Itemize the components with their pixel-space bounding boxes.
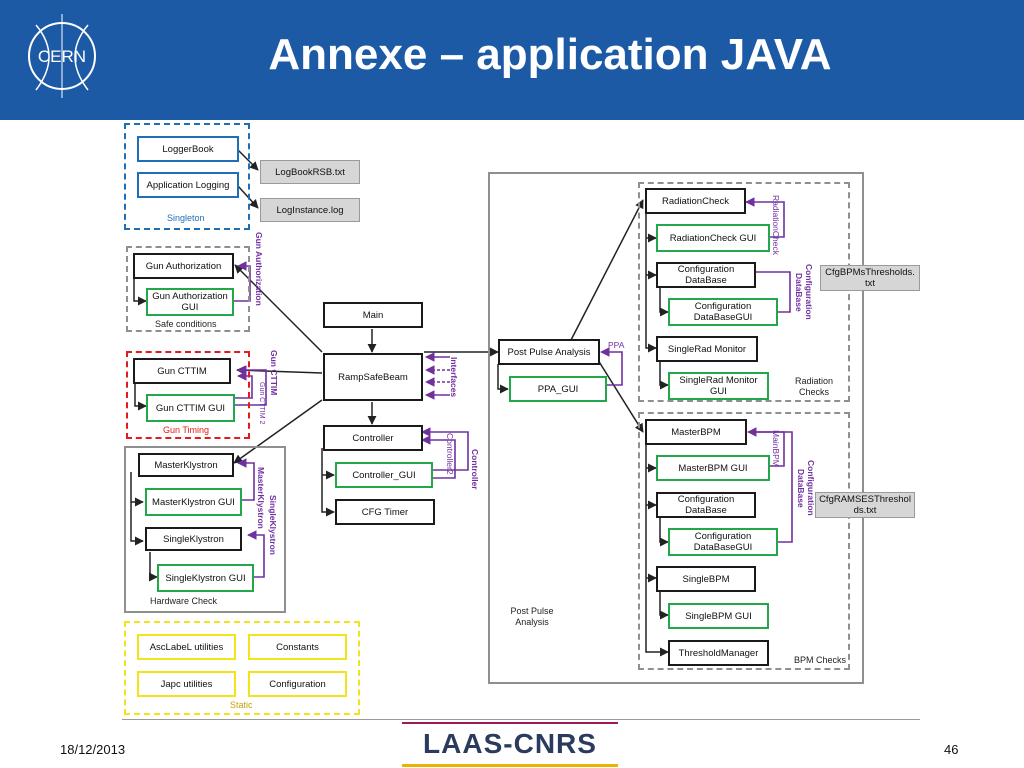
japc-utilities-box: Japc utilities (137, 671, 236, 697)
master-bpm-box: MasterBPM (645, 419, 747, 445)
gun-authorization-gui-box: Gun Authorization GUI (146, 288, 234, 316)
radiation-configuration-link-label: Configuration DataBase (794, 264, 814, 320)
safe-conditions-group (126, 246, 250, 332)
safe-conditions-label: Safe conditions (155, 319, 217, 329)
loginstance-file: LogInstance.log (260, 198, 360, 222)
gun-timing-label: Gun Timing (163, 425, 210, 435)
configuration-box: Configuration (248, 671, 347, 697)
cern-logo: CERN (28, 14, 96, 98)
bpm-checks-group (638, 412, 850, 670)
controller-gui-box: Controller_GUI (335, 462, 433, 488)
main-box: Main (323, 302, 423, 328)
asclabel-utilities-box: AscLabeL utilities (137, 634, 236, 660)
main-bpm-link-label: MainBPM (771, 429, 781, 467)
threshold-manager-box: ThresholdManager (668, 640, 769, 666)
radiation-configuration-database-box: Configuration DataBase (656, 262, 756, 288)
gun-cttim-link-label: Gun CTTIM (269, 349, 279, 396)
controller-link-label: Controller (470, 448, 480, 490)
constants-box: Constants (248, 634, 347, 660)
controller2-link-label: Controller2 (445, 433, 455, 475)
cfg-timer-box: CFG Timer (335, 499, 435, 525)
single-klystron-box: SingleKlystron (145, 527, 242, 551)
logger-book-box: LoggerBook (137, 136, 239, 162)
bpm-configuration-database-box: Configuration DataBase (656, 492, 756, 518)
ramp-safe-beam-box: RampSafeBeam (323, 353, 423, 401)
hardware-check-label: Hardware Check (150, 596, 218, 606)
ppa-gui-box: PPA_GUI (509, 376, 607, 402)
logo-text: CERN (38, 47, 86, 66)
gun-authorization-box: Gun Authorization (133, 253, 234, 279)
singlerad-monitor-gui-box: SingleRad Monitor GUI (668, 372, 769, 400)
static-label: Static (230, 700, 253, 710)
single-bpm-box: SingleBPM (656, 566, 756, 592)
gun-cttim-gui-box: Gun CTTIM GUI (146, 394, 235, 422)
radiation-configuration-database-gui-box: Configuration DataBaseGUI (668, 298, 778, 326)
bpm-configuration-link-label: Configuration DataBase (796, 460, 816, 516)
controller-box: Controller (323, 425, 423, 451)
single-klystron-link-label: SingleKlystron (268, 495, 278, 555)
radiation-check-box: RadiationCheck (645, 188, 746, 214)
slide-title: Annexe – application JAVA (268, 30, 832, 79)
radiation-check-gui-box: RadiationCheck GUI (656, 224, 770, 252)
gun-authorization-link-label: Gun Authorization (254, 232, 264, 306)
gun-timing-group (126, 351, 250, 439)
hardware-check-group (124, 446, 286, 613)
cfg-ramses-thresholds-file: CfgRAMSESThresholds.txt (815, 492, 915, 518)
master-klystron-box: MasterKlystron (138, 453, 234, 477)
laas-cnrs-logo-text: LAAS-CNRS (423, 728, 597, 759)
radiation-check-link-label: RadiationCheck (771, 194, 781, 255)
static-group (124, 621, 360, 715)
laas-cnrs-logo (402, 722, 618, 767)
single-bpm-gui-box: SingleBPM GUI (668, 603, 769, 629)
master-klystron-gui-box: MasterKlystron GUI (145, 488, 242, 516)
cfg-bpm-thresholds-file: CfgBPMsThresholds.txt (820, 265, 920, 291)
radiation-checks-label: Radiation Checks (794, 376, 834, 397)
bpm-configuration-database-gui-box: Configuration DataBaseGUI (668, 528, 778, 556)
single-klystron-gui-box: SingleKlystron GUI (157, 564, 254, 592)
singlerad-monitor-box: SingleRad Monitor (656, 336, 758, 362)
master-bpm-gui-box: MasterBPM GUI (656, 455, 770, 481)
bpm-checks-label: BPM Checks (794, 655, 847, 665)
footer-date: 18/12/2013 (60, 742, 126, 757)
gun-cttim-box: Gun CTTIM (133, 358, 231, 384)
singleton-label: Singleton (167, 213, 205, 223)
post-pulse-analysis-box: Post Pulse Analysis (498, 339, 600, 365)
master-klystron-link-label: MasterKlystron (256, 467, 266, 529)
gun-cttim2-link-label: Gun CTTIM 2 (258, 381, 265, 425)
logbook-file: LogBookRSB.txt (260, 160, 360, 184)
post-pulse-analysis-area-label: Post Pulse Analysis (510, 606, 554, 627)
application-logging-box: Application Logging (137, 172, 239, 198)
ppa-link-label: PPA (608, 340, 625, 350)
singleton-group (124, 123, 250, 230)
page-number: 46 (944, 742, 959, 757)
footer-rule (122, 719, 920, 720)
interfaces-label: Interfaces (449, 356, 459, 398)
header-bar: CERN Annexe – application JAVA (0, 0, 1024, 120)
radiation-checks-group (638, 182, 850, 402)
post-pulse-analysis-area (488, 172, 864, 684)
